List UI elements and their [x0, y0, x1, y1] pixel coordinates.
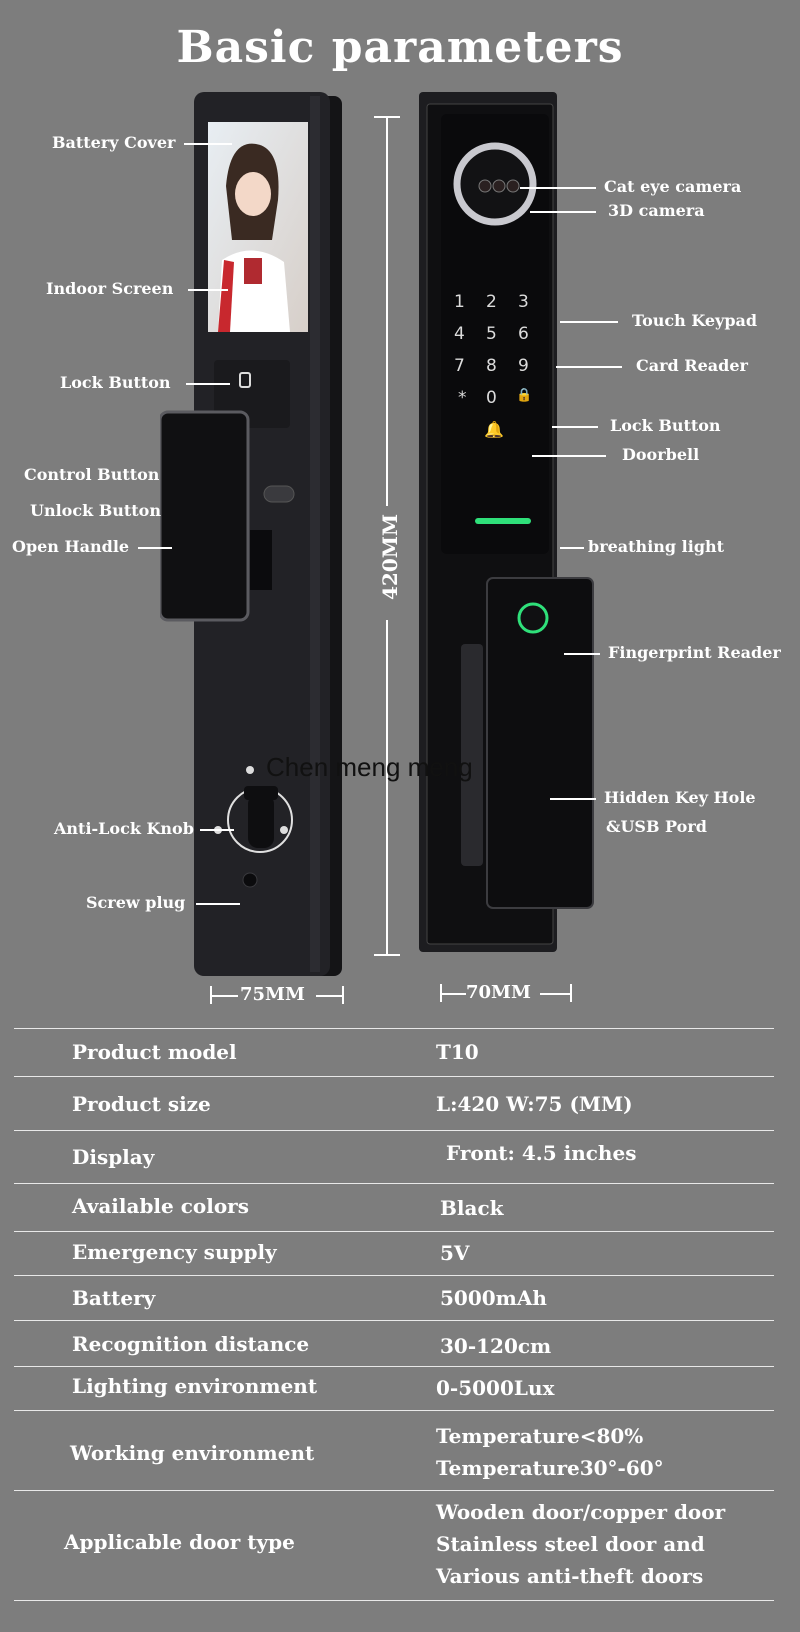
spec-label-applicable-door-type: Applicable door type: [64, 1530, 295, 1554]
spec-divider: [14, 1183, 774, 1184]
spec-label-recognition-distance: Recognition distance: [72, 1332, 310, 1356]
keypad-key[interactable]: 6: [518, 324, 529, 344]
spec-label-display: Display: [72, 1145, 155, 1169]
height-dimension-line: [386, 116, 388, 506]
spec-divider: [14, 1490, 774, 1491]
left-width-line: [210, 995, 238, 997]
left-width-label: 75MM: [240, 984, 305, 1005]
spec-divider: [14, 1320, 774, 1321]
callout-doorbell: Doorbell: [622, 445, 700, 464]
spec-divider: [14, 1366, 774, 1367]
watermark-text: Chen meng meng: [266, 752, 473, 782]
page-title: Basic parameters: [176, 22, 624, 73]
callout-open-handle: Open Handle: [12, 537, 130, 556]
leader-line: [564, 653, 600, 655]
leader-line: [550, 798, 596, 800]
leader-line: [186, 383, 230, 385]
dimension-tick: [342, 986, 344, 1004]
keypad-key[interactable]: 9: [518, 356, 529, 376]
spec-divider: [14, 1275, 774, 1276]
spec-divider: [14, 1028, 774, 1029]
outdoor-lock-illustration: [419, 92, 594, 952]
spec-value-available-colors: Black: [440, 1196, 504, 1220]
spec-divider: [14, 1410, 774, 1411]
leader-line: [138, 547, 172, 549]
spec-value-emergency-supply: 5V: [440, 1241, 470, 1265]
callout-breathing-light: breathing light: [588, 537, 725, 556]
callout-fingerprint-reader: Fingerprint Reader: [608, 643, 781, 662]
spec-label-product-size: Product size: [72, 1092, 211, 1116]
keypad-key[interactable]: 2: [486, 292, 497, 312]
callout-card-reader: Card Reader: [636, 356, 748, 375]
dimension-tick: [570, 984, 572, 1002]
callout-control-button: Control Button: [24, 465, 160, 484]
callout-screw-plug: Screw plug: [86, 893, 186, 912]
leader-line: [196, 903, 240, 905]
spec-label-emergency-supply: Emergency supply: [72, 1240, 277, 1264]
leader-line: [530, 211, 596, 213]
height-dimension-label: 420MM: [378, 513, 402, 600]
callout-lock-button-right: Lock Button: [610, 416, 721, 435]
keypad-key[interactable]: 4: [454, 324, 465, 344]
leader-line: [556, 366, 622, 368]
callout-3d-camera: 3D camera: [608, 201, 705, 220]
spec-value-product-size: L:420 W:75 (MM): [436, 1092, 633, 1116]
keypad-key[interactable]: 8: [486, 356, 497, 376]
height-dimension-line: [386, 620, 388, 954]
callout-touch-keypad: Touch Keypad: [632, 311, 758, 330]
callout-indoor-screen: Indoor Screen: [46, 279, 174, 298]
left-width-line: [316, 995, 344, 997]
spec-label-battery: Battery: [72, 1286, 156, 1310]
callout-usb-port: &USB Pord: [606, 817, 707, 836]
leader-line: [520, 187, 596, 189]
right-width-line: [540, 993, 570, 995]
spec-value-working-environment: Temperature<80% Temperature30°-60°: [436, 1424, 664, 1480]
callout-cat-eye-camera: Cat eye camera: [604, 177, 742, 196]
callout-unlock-button: Unlock Button: [30, 501, 161, 520]
spec-divider: [14, 1600, 774, 1601]
keypad-key[interactable]: 7: [454, 356, 465, 376]
doorbell-icon[interactable]: 🔔: [484, 420, 504, 439]
spec-label-working-environment: Working environment: [70, 1441, 315, 1465]
indoor-lock-illustration: [160, 92, 342, 976]
spec-divider: [14, 1231, 774, 1232]
spec-value-lighting-environment: 0-5000Lux: [436, 1376, 555, 1400]
keypad-key[interactable]: 0: [486, 388, 497, 408]
keypad-key[interactable]: *: [458, 388, 467, 408]
spec-value-recognition-distance: 30-120cm: [440, 1334, 552, 1358]
callout-anti-lock-knob: Anti-Lock Knob: [54, 819, 194, 838]
callout-hidden-key-hole: Hidden Key Hole: [604, 788, 756, 807]
spec-label-product-model: Product model: [72, 1040, 237, 1064]
callout-battery-cover: Battery Cover: [52, 133, 176, 152]
callout-lock-button-left: Lock Button: [60, 373, 171, 392]
touch-keypad: 1 2 3 4 5 6 7 8 9 * 0 🔒 🔔: [454, 292, 564, 439]
right-width-line: [440, 993, 466, 995]
keypad-key[interactable]: 5: [486, 324, 497, 344]
keypad-key[interactable]: 1: [454, 292, 465, 312]
dimension-tick: [374, 954, 400, 956]
keypad-lock-key[interactable]: 🔒: [516, 388, 533, 403]
leader-line: [184, 143, 232, 145]
leader-line: [188, 289, 228, 291]
keypad-key[interactable]: 3: [518, 292, 529, 312]
spec-divider: [14, 1130, 774, 1131]
leader-line: [552, 426, 598, 428]
spec-value-battery: 5000mAh: [440, 1286, 547, 1310]
spec-value-display: Front: 4.5 inches: [446, 1141, 637, 1165]
spec-label-lighting-environment: Lighting environment: [72, 1374, 318, 1398]
spec-value-product-model: T10: [436, 1040, 479, 1064]
spec-value-applicable-door-type: Wooden door/copper door Stainless steel …: [436, 1500, 726, 1588]
spec-divider: [14, 1076, 774, 1077]
right-width-label: 70MM: [466, 982, 531, 1003]
leader-line: [560, 547, 584, 549]
leader-line: [560, 321, 618, 323]
leader-line: [200, 829, 234, 831]
spec-label-available-colors: Available colors: [72, 1194, 249, 1218]
leader-line: [532, 455, 606, 457]
